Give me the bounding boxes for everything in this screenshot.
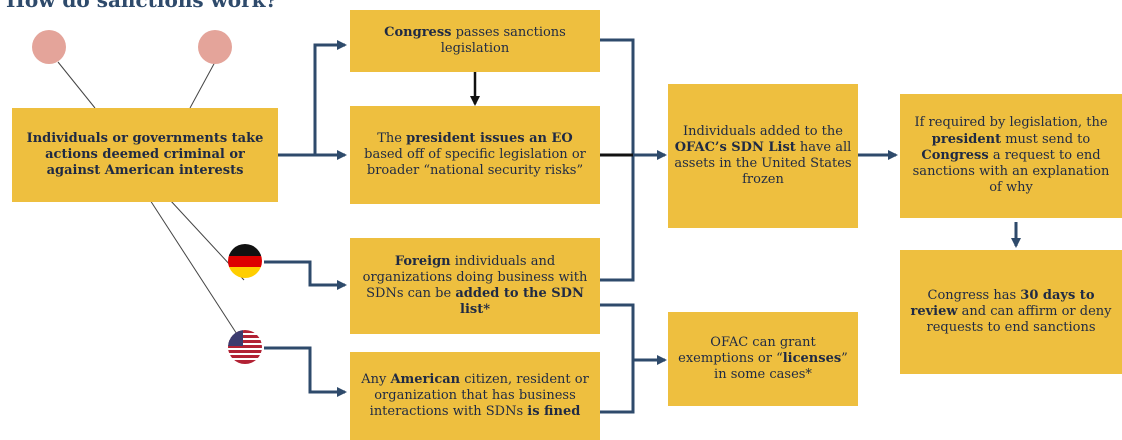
foreign-sdn-box: Foreign individuals and organizations do… [350,238,600,334]
president-eo-text: The president issues an EO based off of … [364,130,586,179]
congress-review-box: Congress has 30 days to review and can a… [900,250,1122,374]
ofac-licenses-text: OFAC can grant exemptions or “licenses” … [678,334,848,383]
actors-box-text: Individuals or governments take actions … [26,130,264,179]
diagram-title: How do sanctions work? [6,0,278,12]
sdn-list-box: Individuals added to the OFAC’s SDN List… [668,84,858,228]
actors-box: Individuals or governments take actions … [12,108,278,202]
person-icon-left [32,30,66,64]
person-icon-right [198,30,232,64]
germany-flag-icon [228,244,262,278]
congress-review-text: Congress has 30 days to review and can a… [910,287,1112,336]
usa-flag-icon [228,330,262,364]
foreign-sdn-text: Foreign individuals and organizations do… [362,253,588,318]
end-sanctions-request-text: If required by legislation, the presiden… [912,115,1110,196]
american-fined-box: Any American citizen, resident or organi… [350,352,600,440]
congress-legislation-text: Congress passes sanctions legislation [384,24,566,56]
ofac-licenses-box: OFAC can grant exemptions or “licenses” … [668,312,858,406]
president-eo-box: The president issues an EO based off of … [350,106,600,204]
end-sanctions-request-box: If required by legislation, the presiden… [900,94,1122,218]
american-fined-text: Any American citizen, resident or organi… [361,371,589,420]
sdn-list-text: Individuals added to the OFAC’s SDN List… [674,123,852,188]
congress-legislation-box: Congress passes sanctions legislation [350,10,600,72]
